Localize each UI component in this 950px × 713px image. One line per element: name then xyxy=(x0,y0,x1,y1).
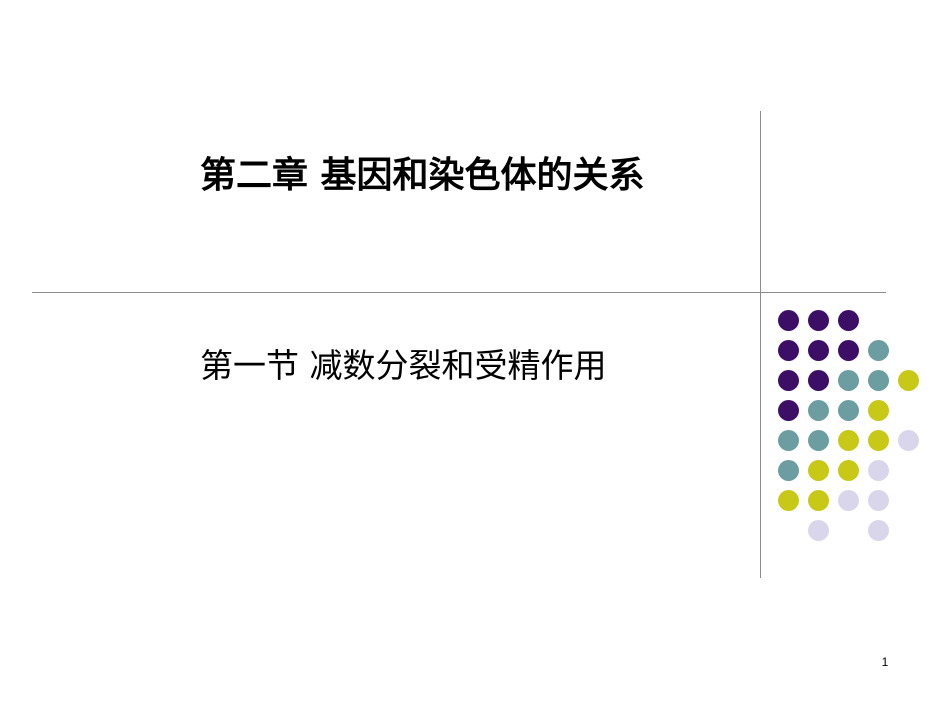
decorative-dot xyxy=(868,430,889,451)
decorative-dot xyxy=(778,430,799,451)
decorative-dot xyxy=(778,370,799,391)
decorative-dot xyxy=(868,400,889,421)
decorative-dot xyxy=(778,490,799,511)
decorative-dot xyxy=(868,490,889,511)
decorative-dot xyxy=(868,370,889,391)
decorative-dot xyxy=(838,340,859,361)
decorative-dot xyxy=(838,490,859,511)
decorative-dot xyxy=(838,400,859,421)
decorative-dot xyxy=(808,460,829,481)
page-number: 1 xyxy=(881,655,889,669)
decorative-dot xyxy=(838,460,859,481)
horizontal-divider-line xyxy=(32,292,886,293)
slide-title: 第二章 基因和染色体的关系 xyxy=(200,155,645,196)
decorative-dot xyxy=(808,430,829,451)
decorative-dot xyxy=(868,460,889,481)
decorative-dot xyxy=(898,430,919,451)
decorative-dot xyxy=(838,370,859,391)
decorative-dot xyxy=(898,370,919,391)
decorative-dot xyxy=(778,460,799,481)
decorative-dot xyxy=(808,370,829,391)
decorative-dot xyxy=(778,310,799,331)
vertical-divider-line xyxy=(760,111,761,578)
decorative-dot xyxy=(808,310,829,331)
decorative-dot xyxy=(838,310,859,331)
decorative-dot xyxy=(808,400,829,421)
decorative-dot xyxy=(808,340,829,361)
slide-subtitle: 第一节 减数分裂和受精作用 xyxy=(200,346,607,385)
decorative-dot xyxy=(808,490,829,511)
decorative-dot xyxy=(778,340,799,361)
decorative-dot xyxy=(868,520,889,541)
decorative-dot xyxy=(778,400,799,421)
decorative-dot xyxy=(838,430,859,451)
decorative-dot xyxy=(868,340,889,361)
decorative-dot xyxy=(808,520,829,541)
